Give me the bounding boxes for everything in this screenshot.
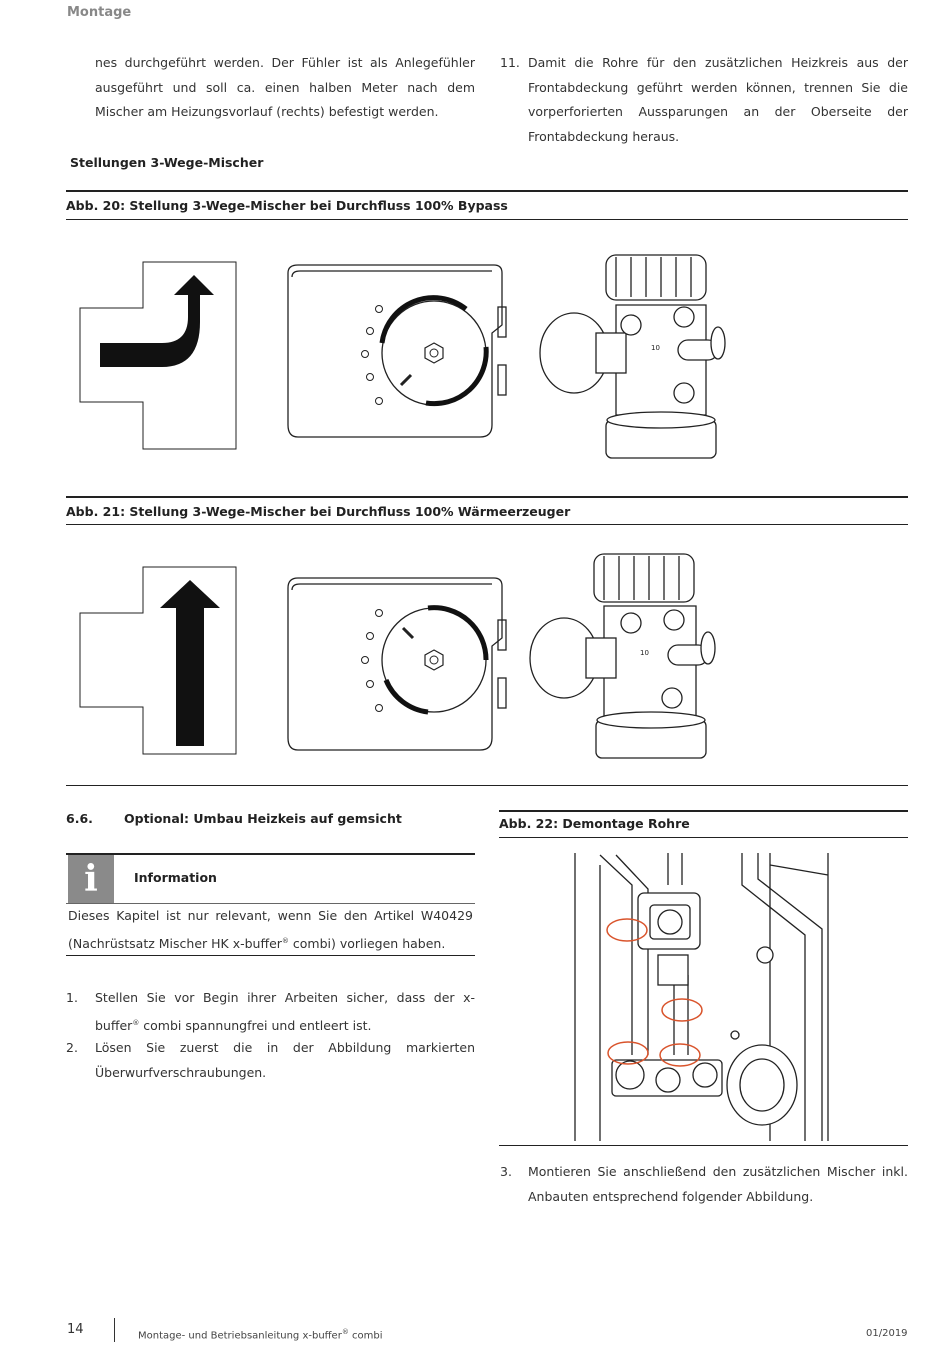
fig21-actuator	[287, 577, 507, 751]
fig22-marked-fittings	[606, 918, 703, 1067]
intro-left-paragraph: nes durchgeführt werden. Der Fühler ist …	[95, 55, 475, 119]
fig22-pipes	[599, 853, 823, 1141]
fig21-position-dots	[361, 609, 383, 712]
fig20-caption-rule	[66, 219, 908, 220]
step-2-text: Lösen Sie zuerst die in der Abbildung ma…	[95, 1040, 475, 1080]
fig22-bottom-rule	[499, 1145, 908, 1146]
fig20-actuator-dial	[379, 295, 489, 407]
info-icon: i	[68, 855, 114, 903]
info-text: Dieses Kapitel ist nur relevant, wenn Si…	[68, 908, 473, 951]
fig21-illustration: 10	[79, 553, 716, 759]
fig20-bypass-arrow	[100, 275, 214, 367]
fig22-pump	[637, 892, 701, 950]
running-header: Montage	[67, 5, 132, 20]
fig22-caption-rule	[499, 837, 908, 838]
info-top-rule	[66, 853, 475, 855]
fig20-illustration: 10	[79, 254, 726, 459]
fig20-position-dots	[361, 305, 383, 405]
footer-document-title: Montage- und Betriebsanleitung x-buffer®…	[138, 1328, 383, 1342]
step-3-text: Montieren Sie anschließend den zusätzlic…	[528, 1164, 908, 1204]
fig21-caption-rule	[66, 524, 908, 525]
fig20-caption: Abb. 20: Stellung 3-Wege-Mischer bei Dur…	[66, 198, 508, 213]
fig20-top-rule	[66, 190, 908, 192]
mixer-positions-heading: Stellungen 3-Wege-Mischer	[70, 155, 264, 170]
fig20-valve	[539, 254, 726, 459]
fig21-top-rule	[66, 496, 908, 498]
fig21-bottom-rule	[66, 785, 908, 786]
fig20-flow-diagram	[79, 261, 237, 450]
fig22-caption: Abb. 22: Demontage Rohre	[499, 816, 690, 831]
fig21-actuator-dial	[381, 605, 489, 715]
info-divider	[66, 903, 475, 904]
fig21-valve	[529, 553, 716, 759]
step-1-text: Stellen Sie vor Begin ihrer Arbeiten sic…	[95, 990, 475, 1033]
step-3-number: 3.	[500, 1164, 512, 1179]
info-bottom-rule	[66, 955, 475, 956]
fig21-flow-diagram	[79, 566, 237, 755]
section-title: Optional: Umbau Heizkeis auf gemsicht	[124, 811, 402, 826]
fig22-illustration	[574, 853, 829, 1141]
fig20-actuator	[287, 264, 507, 438]
fig22-top-rule	[499, 810, 908, 812]
step-11-number: 11.	[500, 55, 520, 70]
fig21-valve-scale-label: 10	[640, 649, 649, 657]
footer-divider	[114, 1318, 115, 1342]
fig21-straight-arrow	[160, 580, 220, 746]
fig21-caption: Abb. 21: Stellung 3-Wege-Mischer bei Dur…	[66, 504, 571, 519]
step-2-number: 2.	[66, 1040, 78, 1055]
fig22-mixer-group	[611, 946, 798, 1126]
step-11-text: Damit die Rohre für den zusätzlichen Hei…	[528, 55, 908, 144]
info-title: Information	[134, 870, 217, 885]
section-number: 6.6.	[66, 811, 93, 826]
footer-date: 01/2019	[866, 1328, 908, 1339]
step-1-number: 1.	[66, 990, 78, 1005]
fig20-valve-scale-label: 10	[651, 344, 660, 352]
page-number: 14	[67, 1322, 84, 1337]
